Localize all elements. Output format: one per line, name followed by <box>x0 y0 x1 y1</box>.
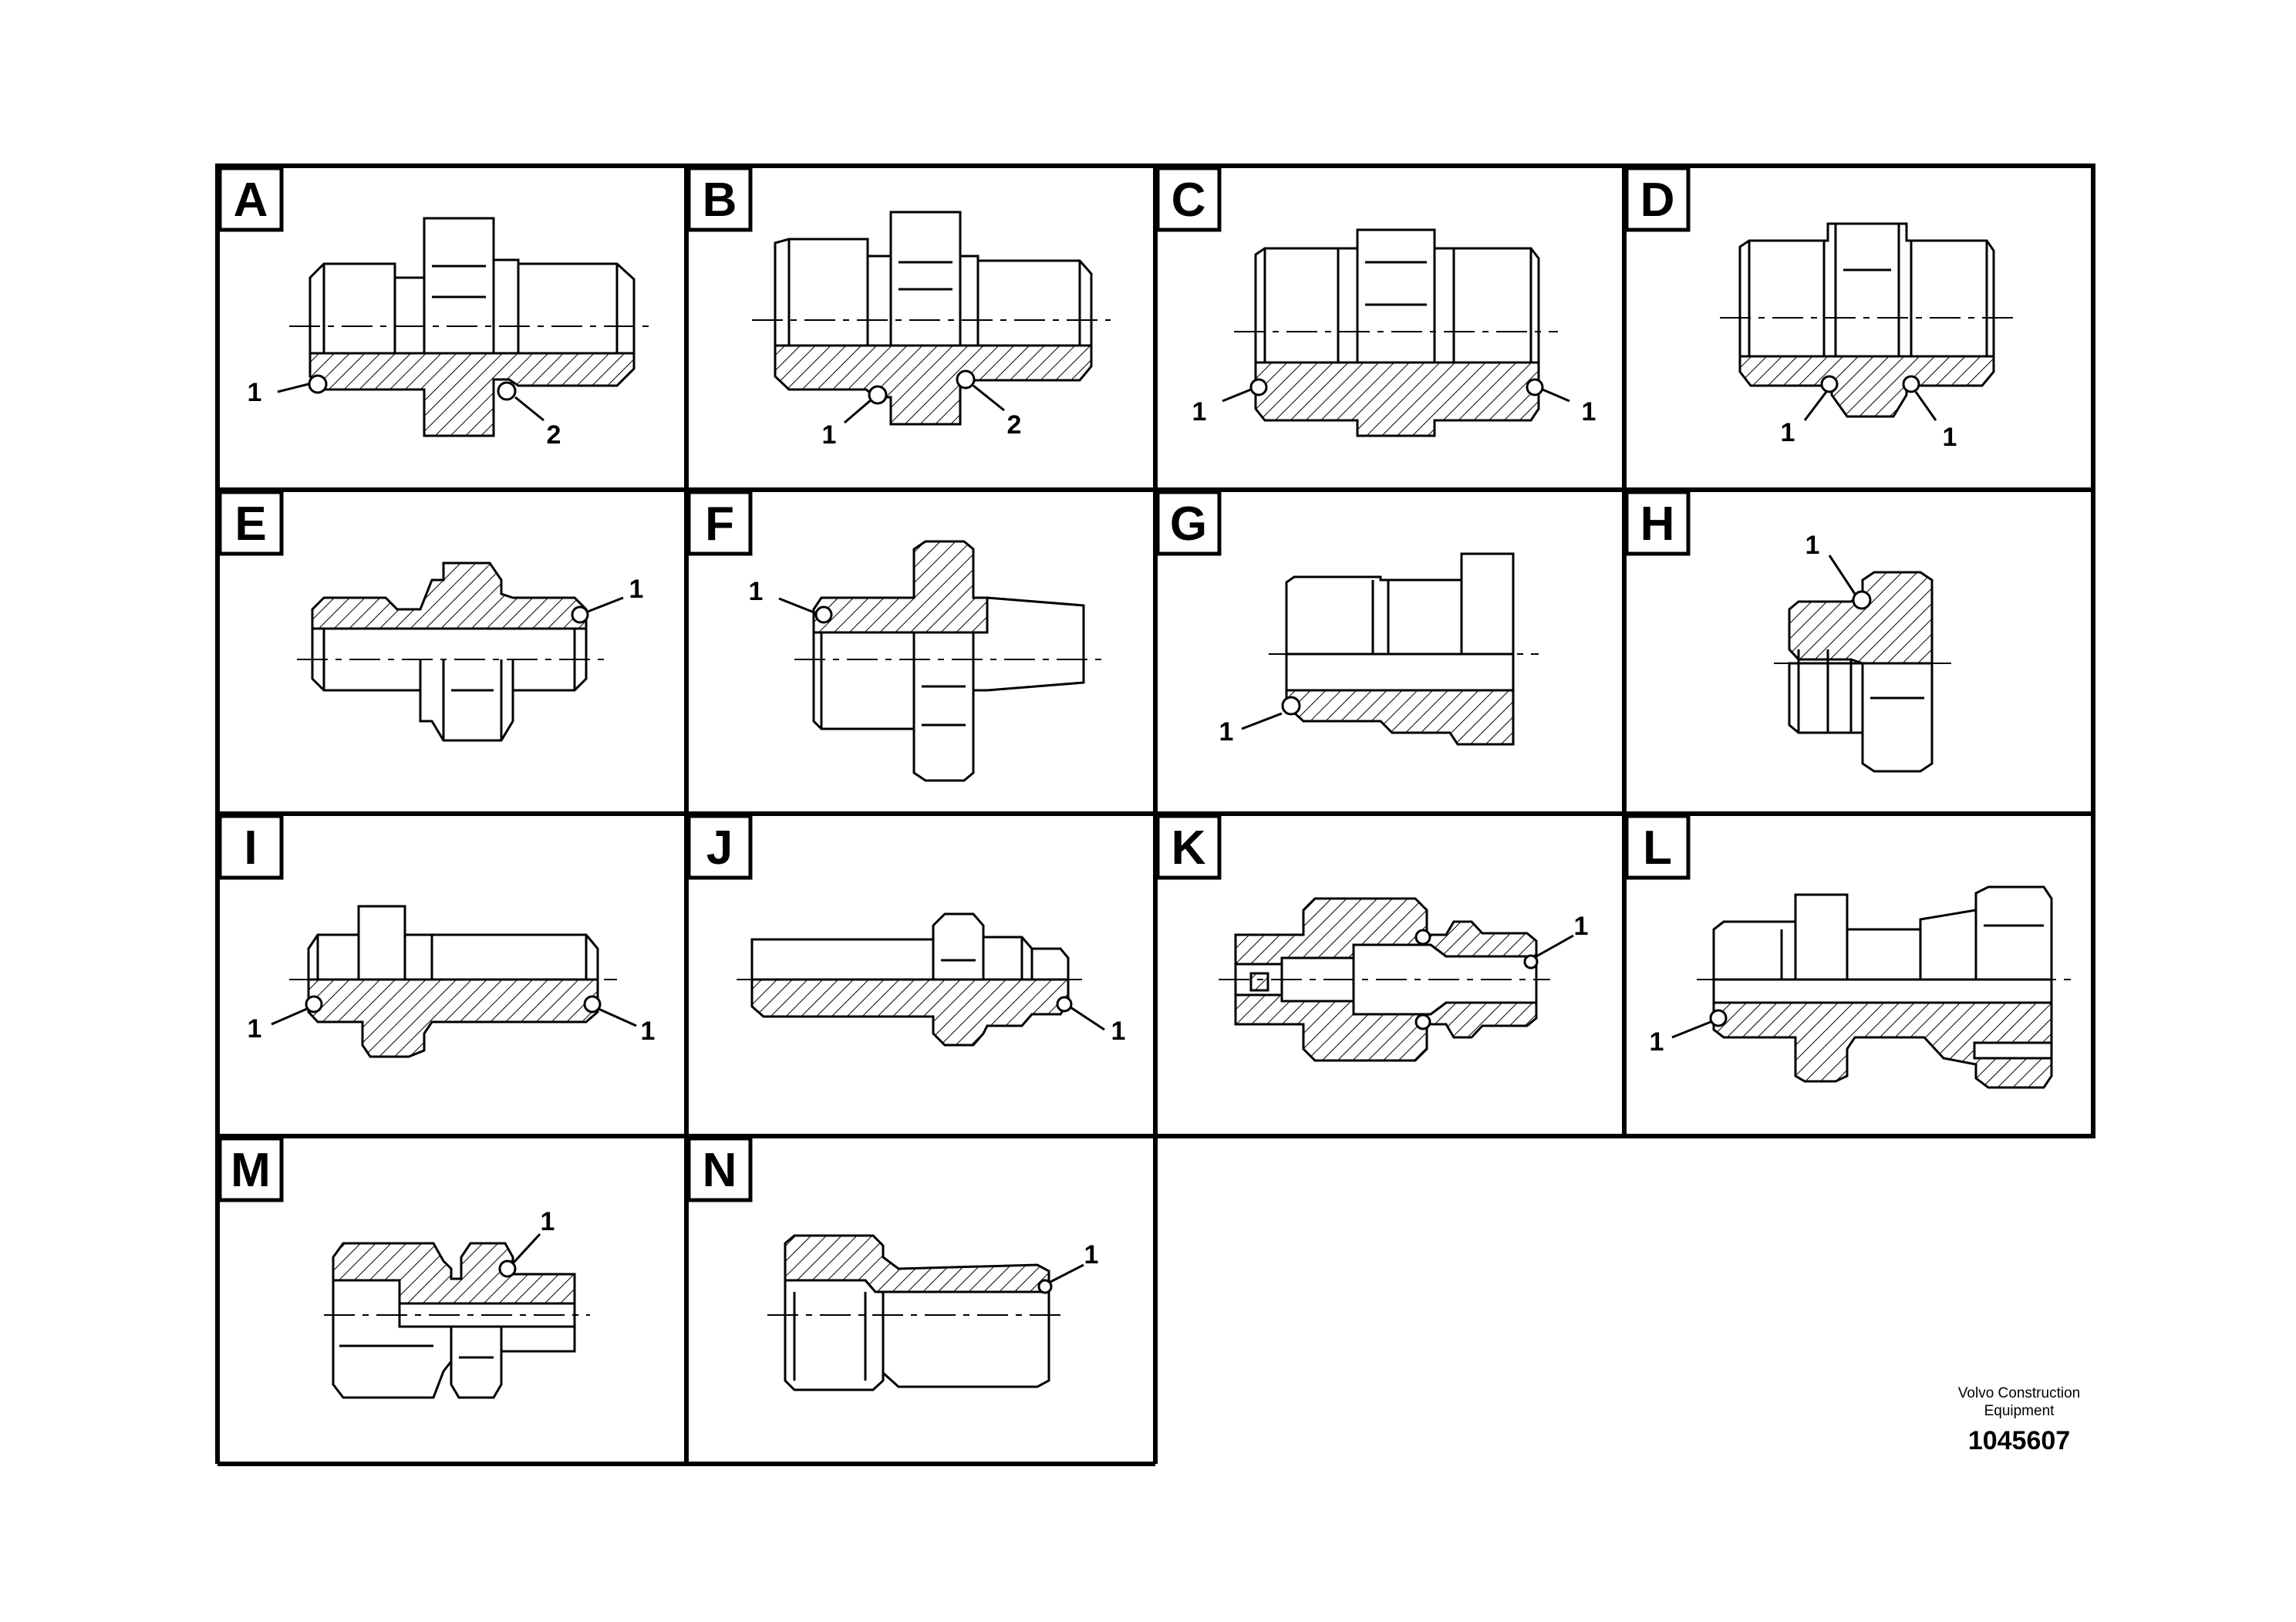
panel-letter-f: F <box>705 497 734 551</box>
panel-letter-box-b <box>686 166 753 232</box>
panel-labels: A B C D E F G H I J K L M N <box>217 166 1691 1202</box>
brand-line-1: Volvo Construction <box>1957 1385 2081 1401</box>
panel-letter-box-l <box>1624 814 1691 880</box>
panel-letter-m: M <box>231 1144 271 1197</box>
panel-letter-b: B <box>703 174 737 227</box>
fitting-drawing-e <box>297 561 624 742</box>
panel-letter-box-c <box>1155 166 1222 232</box>
panel-letter-box-g <box>1155 490 1222 556</box>
fitting-drawing-a <box>277 217 656 437</box>
callout-e-1: 1 <box>629 575 644 604</box>
callout-m-1: 1 <box>541 1207 555 1236</box>
panel-letter-e: E <box>234 497 266 551</box>
callout-n-1: 1 <box>1084 1240 1099 1270</box>
panel-letter-j: J <box>706 821 733 875</box>
callout-b-1: 1 <box>822 420 837 450</box>
panel-letter-box-n <box>686 1136 753 1202</box>
drawing-number: 1045607 <box>1967 1426 2071 1455</box>
panel-letter-a: A <box>234 174 268 227</box>
callout-a-2: 2 <box>547 420 561 450</box>
callout-a-1: 1 <box>248 378 262 407</box>
fitting-drawing-j <box>737 912 1105 1047</box>
fitting-drawing-i <box>271 905 637 1058</box>
panel-letter-box-i <box>217 814 284 880</box>
panel-letter-k: K <box>1172 821 1206 875</box>
panel-letter-box-h <box>1624 490 1691 556</box>
callout-c-1: 1 <box>1192 397 1207 427</box>
callout-d-2: 1 <box>1943 423 1957 452</box>
panel-letter-box-e <box>217 490 284 556</box>
panel-letter-d: D <box>1640 174 1675 227</box>
panel-letter-box-k <box>1155 814 1222 880</box>
callout-labels: 1 2 1 2 1 1 1 1 1 1 1 1 1 1 1 1 1 1 1 <box>248 378 1957 1270</box>
fitting-drawing-g <box>1241 552 1539 746</box>
callout-k-1: 1 <box>1574 912 1589 941</box>
panel-letter-l: L <box>1643 821 1672 875</box>
fitting-drawing-n <box>767 1234 1084 1391</box>
brand-line-2: Equipment <box>1984 1403 2055 1419</box>
callout-j-1: 1 <box>1111 1017 1126 1046</box>
panel-letter-box-j <box>686 814 753 880</box>
panel-letter-box-d <box>1624 166 1691 232</box>
panel-letter-g: G <box>1170 497 1207 551</box>
fitting-drawing-h <box>1774 555 1951 773</box>
fitting-drawing-l <box>1671 885 2071 1089</box>
callout-d-1: 1 <box>1781 418 1795 447</box>
fitting-drawing-f <box>778 540 1103 782</box>
callout-c-2: 1 <box>1582 397 1596 427</box>
panel-letter-box-f <box>686 490 753 556</box>
callout-f-1: 1 <box>749 577 764 606</box>
callout-b-2: 2 <box>1007 410 1022 440</box>
callout-g-1: 1 <box>1219 717 1234 747</box>
callout-i-1: 1 <box>248 1014 262 1044</box>
panel-grid <box>215 164 2095 1466</box>
fitting-drawing-c <box>1222 228 1570 437</box>
panel-letter-h: H <box>1640 497 1675 551</box>
panel-letter-n: N <box>703 1144 737 1197</box>
fitting-drawing-d <box>1720 222 2017 421</box>
panel-letter-box-a <box>217 166 284 232</box>
callout-i-2: 1 <box>641 1017 656 1046</box>
panel-letter-c: C <box>1172 174 1206 227</box>
title-block: Volvo Construction Equipment 1045607 <box>1911 1384 2127 1456</box>
fitting-drawing-m <box>324 1233 590 1399</box>
callout-l-1: 1 <box>1650 1027 1664 1057</box>
fitting-drawing-k <box>1219 897 1574 1062</box>
fitting-drawing-b <box>752 211 1111 426</box>
callout-h-1: 1 <box>1805 531 1820 560</box>
panel-letter-i: I <box>244 821 257 875</box>
panel-letter-box-m <box>217 1136 284 1202</box>
